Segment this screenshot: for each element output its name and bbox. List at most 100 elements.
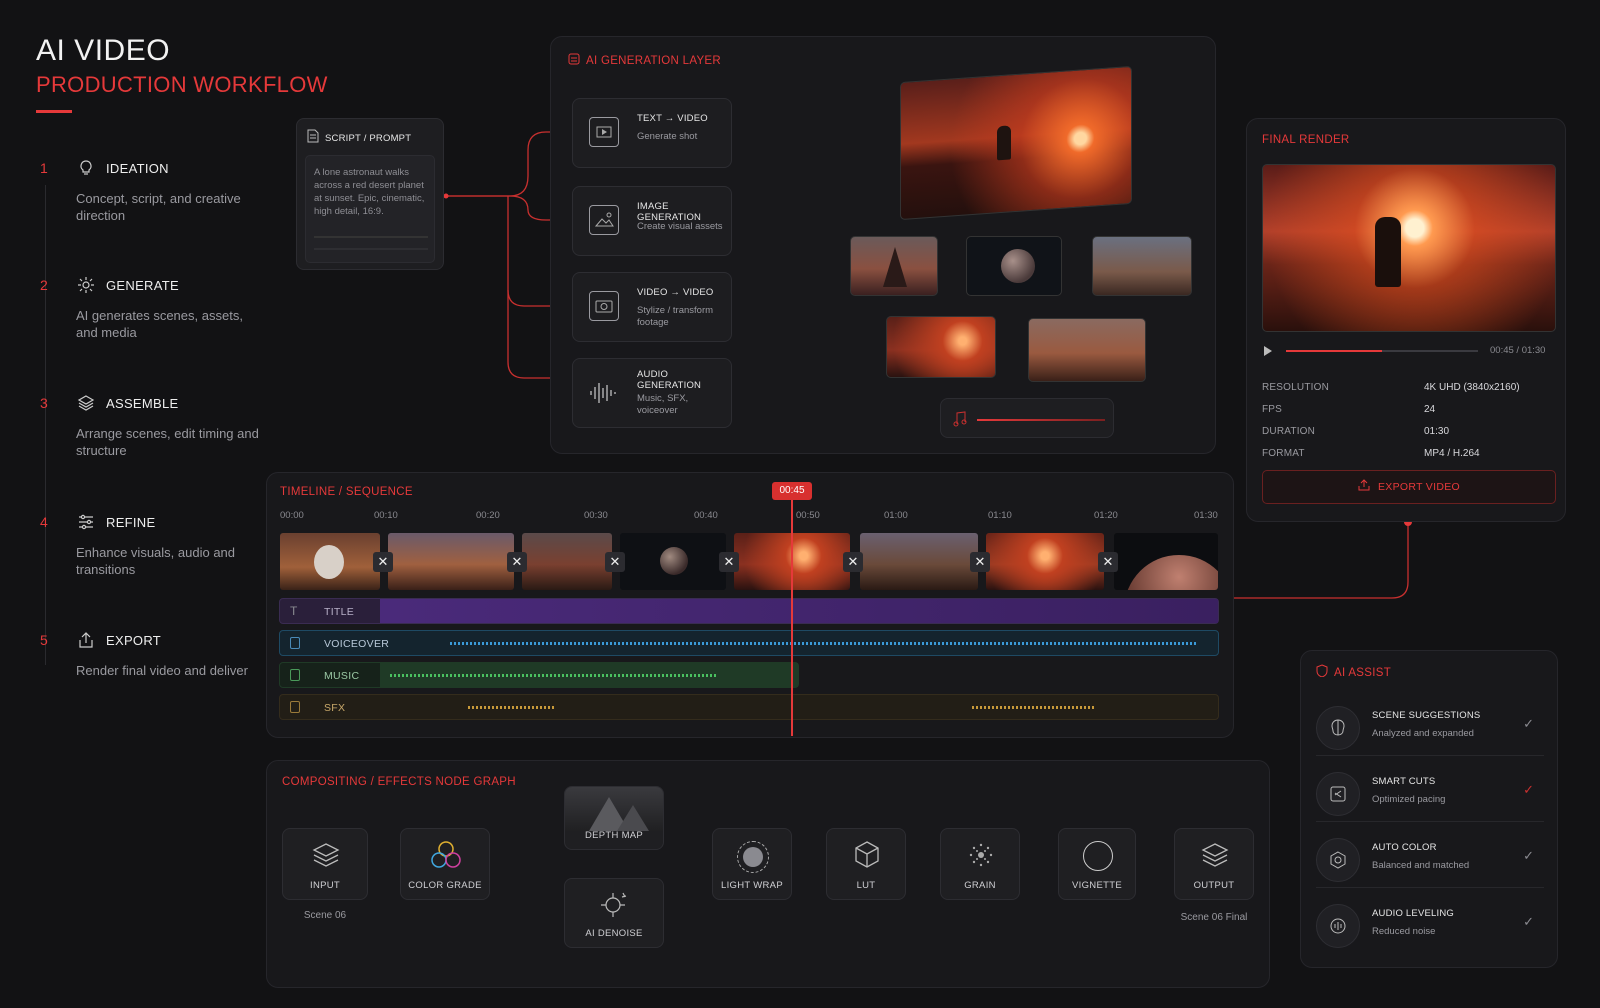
export-video-button[interactable]: EXPORT VIDEO [1262, 470, 1556, 504]
prompt-box[interactable]: A lone astronaut walks across a red dese… [305, 155, 435, 263]
asset-thumbnail[interactable] [886, 316, 996, 378]
scene-clip[interactable] [522, 533, 612, 590]
playhead[interactable] [791, 500, 793, 736]
audio-asset[interactable] [940, 398, 1114, 438]
music-track[interactable]: MUSIC [279, 662, 799, 688]
assist-title: AUDIO LEVELING [1372, 908, 1454, 919]
assist-desc: Balanced and matched [1372, 860, 1470, 871]
camera-icon [589, 291, 619, 321]
spec-value: 01:30 [1424, 426, 1450, 437]
export-icon [1358, 478, 1370, 496]
card-desc: Stylize / transform footage [637, 305, 714, 328]
card-desc: Create visual assets [637, 221, 723, 232]
sfx-track[interactable]: SFX [279, 694, 1219, 720]
scene-clip[interactable] [1114, 533, 1218, 590]
page-title: AI VIDEO [36, 34, 171, 67]
node-vignette[interactable]: VIGNETTE [1058, 828, 1136, 900]
palette-icon [1316, 838, 1360, 882]
node-color-grade[interactable]: COLOR GRADE [400, 828, 490, 900]
image-icon [589, 205, 619, 235]
ruler-tick: 00:30 [584, 510, 608, 521]
asset-thumbnail[interactable] [966, 236, 1062, 296]
waveform-icon [587, 379, 621, 412]
node-label: GRAIN [964, 880, 996, 891]
transition-icon[interactable]: ✕ [605, 552, 625, 572]
scene-clip[interactable] [620, 533, 726, 590]
scene-clip[interactable] [986, 533, 1104, 590]
astronaut-figure [1375, 217, 1401, 287]
transition-icon[interactable]: ✕ [507, 552, 527, 572]
cube-icon [851, 839, 883, 876]
check-icon: ✓ [1523, 914, 1534, 929]
assist-scene-suggestions[interactable]: SCENE SUGGESTIONS Analyzed and expanded … [1316, 698, 1544, 756]
assist-desc: Optimized pacing [1372, 794, 1446, 805]
scene-clip[interactable] [860, 533, 978, 590]
node-depth-map[interactable]: DEPTH MAP [564, 786, 664, 850]
playback-progress[interactable] [1286, 350, 1478, 352]
step-export[interactable]: EXPORT Render final video and deliver [76, 630, 266, 679]
transition-icon[interactable]: ✕ [843, 552, 863, 572]
step-refine[interactable]: REFINE Enhance visuals, audio and transi… [76, 512, 266, 578]
final-render-preview[interactable] [1262, 164, 1556, 332]
video-icon [589, 117, 619, 147]
step-desc: Enhance visuals, audio and transitions [76, 545, 236, 577]
video-to-video-card[interactable]: VIDEO → VIDEO Stylize / transform footag… [572, 272, 732, 342]
cut-icon [1316, 772, 1360, 816]
step-number: 3 [40, 395, 48, 411]
assist-audio-leveling[interactable]: AUDIO LEVELING Reduced noise ✓ [1316, 896, 1544, 954]
layers-icon [76, 393, 96, 413]
node-label: VIGNETTE [1072, 880, 1122, 891]
node-label: OUTPUT [1193, 880, 1235, 891]
final-render-title: FINAL RENDER [1262, 134, 1350, 146]
spec-value: MP4 / H.264 [1424, 448, 1480, 459]
step-number: 1 [40, 160, 48, 176]
compositing-title: COMPOSITING / EFFECTS NODE GRAPH [282, 776, 516, 788]
ruler-tick: 00:40 [694, 510, 718, 521]
play-icon[interactable] [1264, 346, 1272, 356]
prompt-text: A lone astronaut walks across a red dese… [314, 167, 425, 217]
playback-time: 00:45 / 01:30 [1490, 345, 1546, 356]
spec-value: 24 [1424, 404, 1436, 415]
shield-icon [1316, 664, 1328, 682]
title-track[interactable]: T TITLE [279, 598, 1219, 624]
voiceover-track[interactable]: VOICEOVER [279, 630, 1219, 656]
assist-auto-color[interactable]: AUTO COLOR Balanced and matched ✓ [1316, 830, 1544, 888]
node-output[interactable]: OUTPUT [1174, 828, 1254, 900]
card-desc: Generate shot [637, 131, 698, 142]
node-light-wrap[interactable]: LIGHT WRAP [712, 828, 792, 900]
node-lut[interactable]: LUT [826, 828, 906, 900]
transition-icon[interactable]: ✕ [373, 552, 393, 572]
check-icon: ✓ [1523, 716, 1534, 731]
step-assemble[interactable]: ASSEMBLE Arrange scenes, edit timing and… [76, 393, 266, 459]
asset-thumbnail[interactable] [1028, 318, 1146, 382]
generated-shot-thumbnail[interactable] [900, 65, 1132, 221]
transition-icon[interactable]: ✕ [970, 552, 990, 572]
track-name: MUSIC [324, 670, 360, 682]
transition-icon[interactable]: ✕ [719, 552, 739, 572]
scene-clip[interactable] [388, 533, 514, 590]
script-panel[interactable]: SCRIPT / PROMPT A lone astronaut walks a… [296, 118, 444, 270]
step-number: 4 [40, 514, 48, 530]
check-icon: ✓ [1523, 782, 1534, 797]
node-ai-denoise[interactable]: AI DENOISE [564, 878, 664, 948]
playback-progress-fill [1286, 350, 1382, 352]
image-generation-card[interactable]: IMAGE GENERATION Create visual assets [572, 186, 732, 256]
text-to-video-card[interactable]: TEXT → VIDEO Generate shot [572, 98, 732, 168]
node-label: COLOR GRADE [408, 880, 482, 891]
playhead-time[interactable]: 00:45 [772, 482, 812, 500]
transition-icon[interactable]: ✕ [1098, 552, 1118, 572]
music-icon [290, 669, 300, 681]
step-desc: Render final video and deliver [76, 663, 248, 678]
node-grain[interactable]: GRAIN [940, 828, 1020, 900]
input-caption: Scene 06 [303, 910, 347, 921]
node-input[interactable]: INPUT [282, 828, 368, 900]
scene-clip[interactable] [280, 533, 380, 590]
asset-thumbnail[interactable] [850, 236, 938, 296]
step-title: REFINE [106, 514, 156, 530]
step-ideation[interactable]: IDEATION Concept, script, and creative d… [76, 158, 266, 224]
step-generate[interactable]: GENERATE AI generates scenes, assets, an… [76, 275, 266, 341]
audio-generation-card[interactable]: AUDIO GENERATION Music, SFX, voiceover [572, 358, 732, 428]
assist-smart-cuts[interactable]: SMART CUTS Optimized pacing ✓ [1316, 764, 1544, 822]
asset-thumbnail[interactable] [1092, 236, 1192, 296]
ruler-tick: 00:10 [374, 510, 398, 521]
